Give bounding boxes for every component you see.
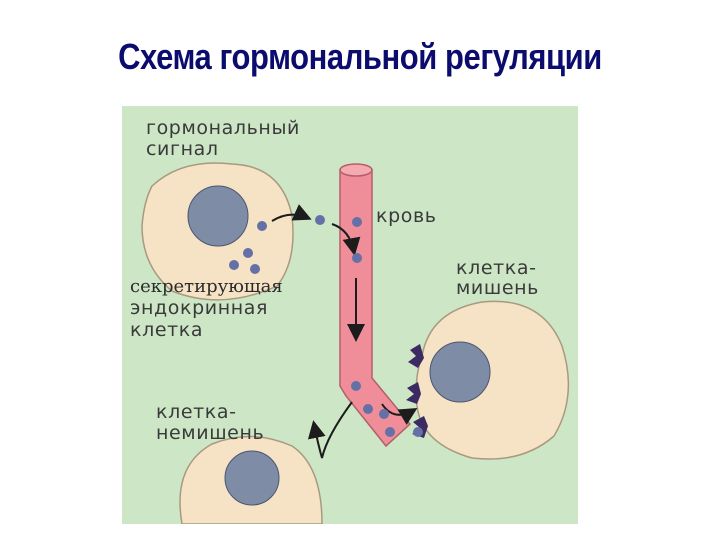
hormone-molecule [352,253,362,263]
hormone-molecule [315,215,325,225]
hormone-molecule [257,221,267,231]
label-secreting-cell-line3: клетка [130,319,204,341]
hormone-molecule [385,427,395,437]
label-target-cell: клетка- мишень [456,257,539,299]
hormone-molecule [243,248,253,258]
diagram-canvas [141,162,570,524]
hormone-molecule [229,260,239,270]
target-cell [415,300,570,460]
hormone-molecule [379,409,389,419]
hormone-molecule [250,264,260,274]
binding-arrow [381,403,418,425]
secreting-cell-nucleus [187,185,249,247]
hormone-molecule [352,217,362,227]
target-cell-nucleus [429,341,491,403]
slide-title: Схема гормональной регуляции [118,36,602,77]
receptor [408,344,424,368]
non-target-cell-nucleus [224,450,280,506]
label-hormonal-signal: гормональный сигнал [146,117,301,160]
label-blood: кровь [376,205,437,227]
hormone-molecule [351,381,361,391]
hormonal-regulation-diagram: гормональный сигнал кровь клетка- мишень… [122,106,578,524]
label-non-target-cell: клетка- немишень [156,401,265,444]
hormone-molecule [363,404,373,414]
hormone-molecules [229,215,423,437]
secretion-arrow [271,204,312,222]
label-secreting-cell-line2: эндокринная [130,297,269,319]
receptor [406,382,421,404]
hormone-molecule [413,427,423,437]
no-binding-arrow [307,401,353,459]
label-secreting-cell-line1: секретирующая [130,276,283,297]
blood-vessel-opening [339,163,373,177]
entry-arrow [331,223,361,256]
